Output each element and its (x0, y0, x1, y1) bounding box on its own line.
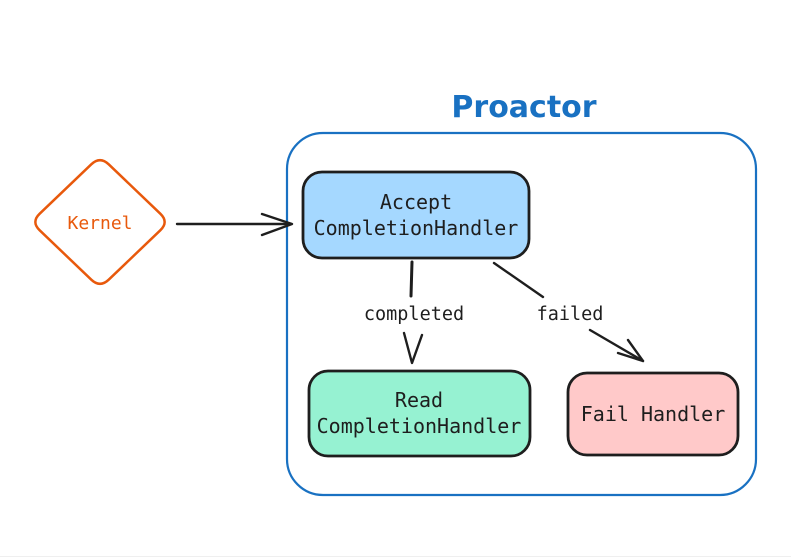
edge-label-failed: failed (537, 304, 604, 325)
arrow-kernel-to-accept (175, 212, 294, 237)
arrow-accept-to-read-head (402, 331, 424, 365)
accept-label-line2: CompletionHandler (314, 216, 519, 240)
read-completion-handler-box (307, 369, 532, 458)
proactor-container: Proactor (285, 90, 758, 497)
kernel-diamond-shape (34, 158, 166, 286)
proactor-title: Proactor (451, 90, 596, 125)
fail-handler-label: Fail Handler (581, 402, 726, 426)
proactor-container-border (285, 131, 758, 497)
read-label-line2: CompletionHandler (317, 414, 522, 438)
kernel-label: Kernel (67, 213, 132, 234)
fail-handler-node: Fail Handler (566, 371, 740, 457)
accept-completion-handler-node: Accept CompletionHandler (301, 170, 531, 260)
arrow-accept-to-read: completed (364, 260, 464, 365)
fail-handler-box (566, 371, 740, 457)
edge-label-completed: completed (364, 304, 464, 325)
accept-completion-handler-box (301, 170, 531, 260)
arrow-accept-to-fail: failed (492, 261, 645, 363)
arrow-accept-to-fail-shaft-lower (588, 328, 645, 363)
arrow-accept-to-read-shaft (409, 260, 414, 298)
read-completion-handler-node: Read CompletionHandler (307, 369, 532, 458)
kernel-node: Kernel (34, 158, 166, 286)
arrow-accept-to-fail-shaft-upper (492, 261, 545, 299)
arrow-accept-to-fail-head (616, 338, 645, 363)
arrow-kernel-to-accept-head (260, 212, 294, 237)
read-label-line1: Read (395, 388, 443, 412)
accept-label-line1: Accept (380, 190, 452, 214)
